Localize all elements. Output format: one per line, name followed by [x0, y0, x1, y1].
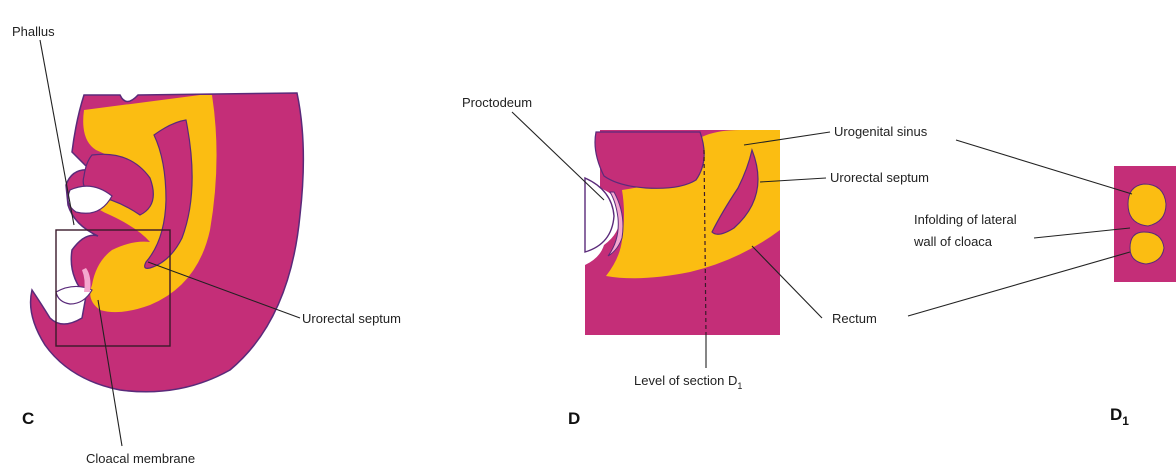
panel-d1-urogenital-lumen	[1128, 184, 1166, 226]
level-of-section-text: Level of section D	[634, 373, 737, 388]
panel-c: Phallus Urorectal septum Cloacal membran…	[12, 24, 401, 466]
panel-c-urorectal-septum-label: Urorectal septum	[302, 311, 401, 326]
panel-d1-letter: D1	[1110, 405, 1129, 428]
panel-d-urorectal-septum-label: Urorectal septum	[830, 170, 929, 185]
level-of-section-subscript: 1	[737, 381, 742, 391]
panel-d1-rectal-lumen	[1130, 232, 1164, 264]
level-of-section-label: Level of section D1	[634, 373, 742, 391]
phallus-label: Phallus	[12, 24, 55, 39]
infolding-label-line1: Infolding of lateral	[914, 212, 1017, 227]
proctodeum-label: Proctodeum	[462, 95, 532, 110]
panel-d-letter: D	[568, 409, 580, 428]
panel-d1-letter-subscript: 1	[1122, 414, 1129, 428]
panel-d1-letter-main: D	[1110, 405, 1122, 424]
cloacal-membrane-label: Cloacal membrane	[86, 451, 195, 466]
panel-d: Proctodeum Urogenital sinus Urorectal se…	[462, 95, 1017, 428]
panel-d1: D1	[908, 140, 1176, 428]
infolding-label-line2: wall of cloaca	[913, 234, 993, 249]
panel-c-letter: C	[22, 409, 34, 428]
urogenital-sinus-label: Urogenital sinus	[834, 124, 928, 139]
rectum-label: Rectum	[832, 311, 877, 326]
panel-d-upper-lobe	[595, 132, 704, 188]
